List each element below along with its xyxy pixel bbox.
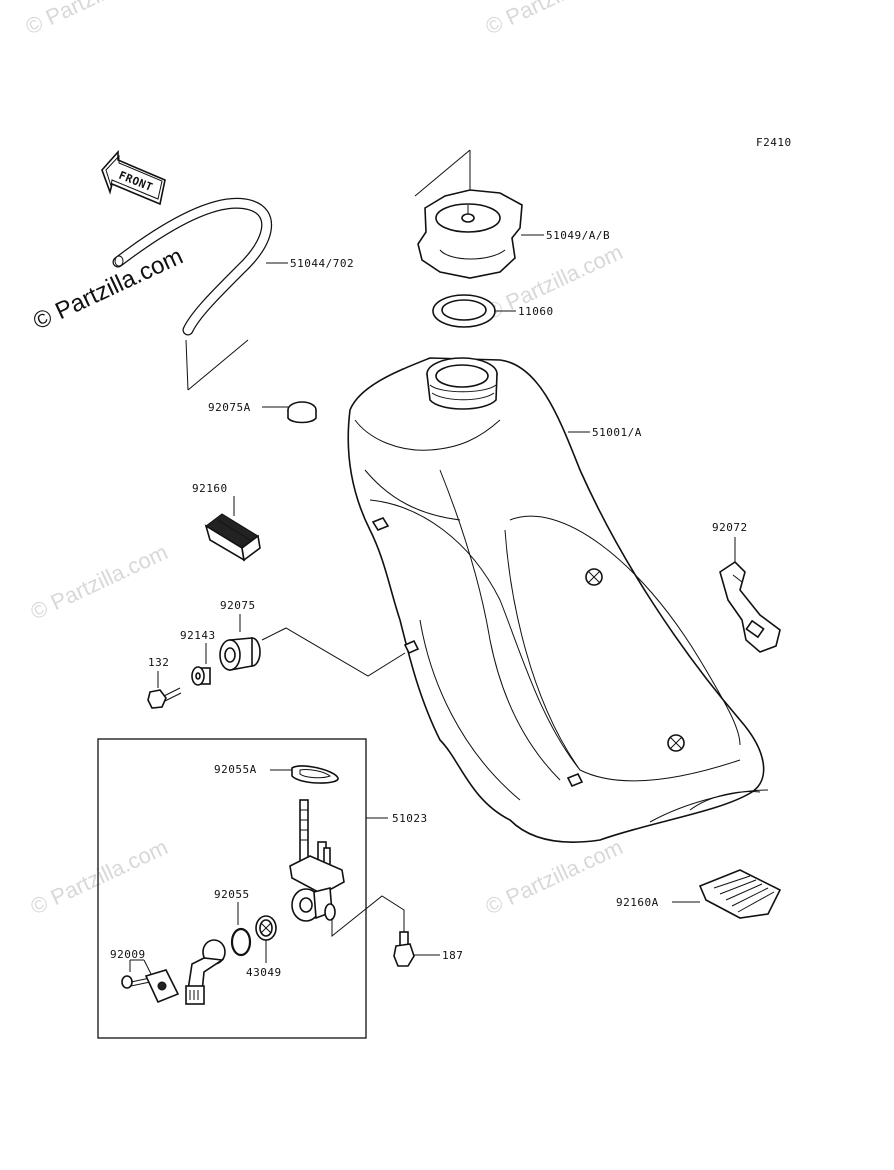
valve-gasket (270, 765, 339, 784)
fuel-valve (289, 799, 388, 922)
label-cap: 51049/A/B (546, 229, 610, 242)
tank-strap (719, 537, 781, 653)
fuel-valve-box (97, 738, 367, 1039)
grommet (219, 614, 406, 677)
cap-plug (262, 401, 317, 424)
watermark: © Partzilla.com (22, 0, 167, 40)
label-valve-gasket: 92055A (214, 763, 257, 776)
label-fuel-valve: 51023 (392, 812, 428, 825)
collar (191, 643, 211, 686)
rear-pad (672, 869, 782, 919)
fuel-tank (347, 357, 769, 843)
o-ring (230, 902, 252, 957)
label-cap-plug: 92075A (208, 401, 251, 414)
label-strap: 92072 (712, 521, 748, 534)
gasket-ring (432, 294, 516, 328)
figure-code: F2410 (756, 136, 792, 149)
fuel-hose (112, 197, 288, 391)
label-damper-pad: 92160 (192, 482, 228, 495)
label-o-ring: 92055 (214, 888, 250, 901)
label-grommet: 92075 (220, 599, 256, 612)
label-hose: 51044/702 (290, 257, 354, 270)
fuel-filter (255, 915, 277, 963)
watermark: © Partzilla.com (482, 834, 627, 919)
watermark-main: © Partzilla.com (29, 243, 187, 336)
label-gasket-ring: 11060 (518, 305, 554, 318)
screw (121, 959, 180, 1004)
label-bolt-187: 187 (442, 949, 463, 962)
watermark: © Partzilla.com (482, 0, 627, 40)
label-bolt-132: 132 (148, 656, 169, 669)
bolt-187 (331, 895, 440, 967)
label-tank: 51001/A (592, 426, 642, 439)
label-collar: 92143 (180, 629, 216, 642)
watermark: © Partzilla.com (27, 539, 172, 624)
fuel-cap (414, 149, 544, 279)
damper-pad (204, 496, 261, 562)
front-arrow: FRONT (101, 149, 166, 206)
label-filter: 43049 (246, 966, 282, 979)
label-screw: 92009 (110, 948, 146, 961)
bolt-132 (147, 671, 182, 709)
watermark: © Partzilla.com (27, 834, 172, 919)
label-rear-pad: 92160A (616, 896, 659, 909)
outlet-elbow (185, 939, 226, 1005)
